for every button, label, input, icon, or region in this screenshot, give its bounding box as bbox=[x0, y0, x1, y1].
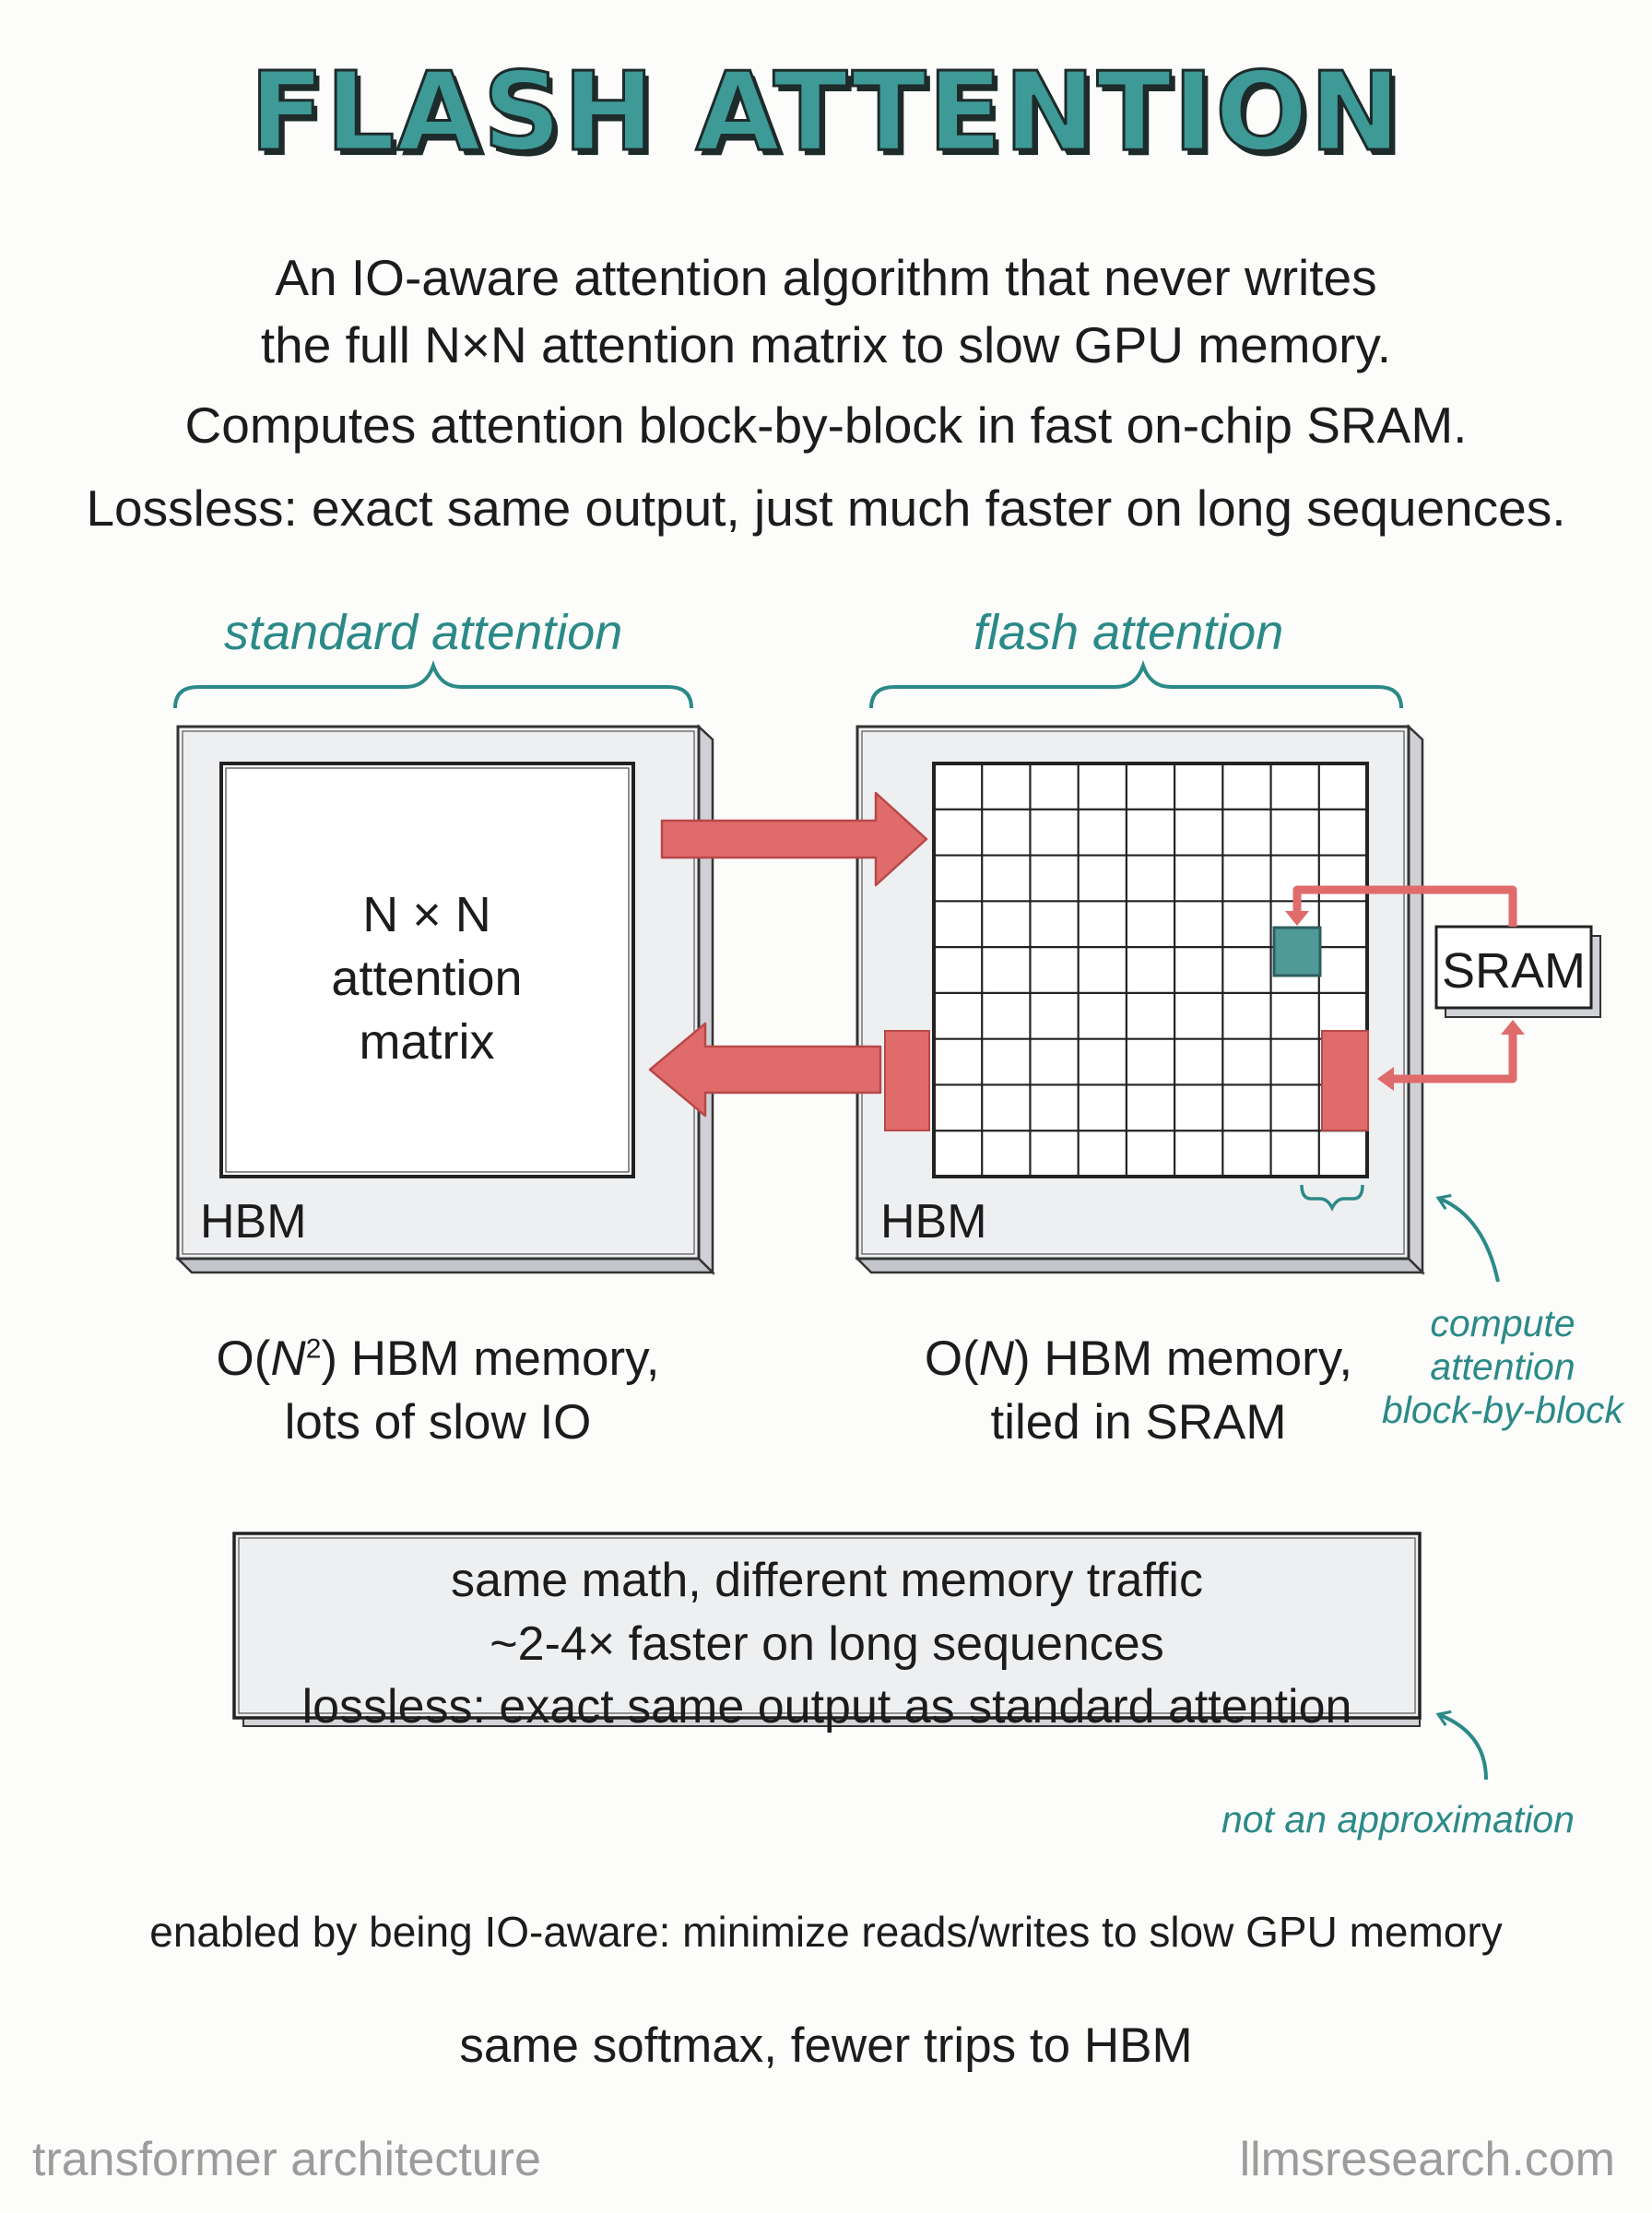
matrix-label-line-1: N × N bbox=[362, 887, 491, 942]
compute-note-arrow bbox=[1435, 1193, 1500, 1283]
compute-note-line-2: attention bbox=[1430, 1345, 1575, 1389]
sram-box bbox=[1434, 925, 1601, 1018]
output-block-right bbox=[1321, 1030, 1369, 1131]
brand-site: llmsresearch.com bbox=[1239, 2133, 1615, 2186]
standard-attention-caption: standard attention bbox=[224, 605, 623, 660]
matrix-label: N × N attention matrix bbox=[224, 883, 630, 1074]
standard-brace bbox=[173, 659, 693, 709]
matrix-label-line-2: attention bbox=[331, 951, 523, 1007]
brand-topic: transformer architecture bbox=[32, 2133, 541, 2186]
sram-to-tile-arrowhead bbox=[1285, 911, 1309, 926]
output-block-left bbox=[884, 1030, 930, 1131]
summary-text: same math, different memory traffic ~2-4… bbox=[234, 1549, 1420, 1739]
standard-memory-description: O(N2) HBM memory, lots of slow IO bbox=[138, 1328, 738, 1455]
block-brace bbox=[1300, 1184, 1364, 1212]
approximation-note: not an approximation bbox=[1221, 1798, 1575, 1840]
footer-line-1: enabled by being IO-aware: minimize read… bbox=[149, 1908, 1503, 1956]
active-sram-tile bbox=[1272, 926, 1322, 977]
attention-matrix-box bbox=[219, 762, 635, 1178]
flash-memory-description: O(N) HBM memory, tiled in SRAM bbox=[857, 1328, 1420, 1455]
approximation-note-arrow bbox=[1435, 1710, 1488, 1781]
flash-hbm-label: HBM bbox=[880, 1195, 987, 1249]
tile-to-sram-arrow bbox=[1387, 1031, 1517, 1083]
standard-desc-line-2: lots of slow IO bbox=[284, 1394, 592, 1450]
intro-line-2: the full N×N attention matrix to slow GP… bbox=[260, 316, 1392, 373]
compute-note-line-3: block-by-block bbox=[1381, 1389, 1624, 1432]
summary-line-1: same math, different memory traffic bbox=[451, 1554, 1203, 1607]
tile-to-sram-arrowhead bbox=[1501, 1020, 1525, 1035]
block-arrowhead bbox=[1377, 1067, 1394, 1091]
intro-line-4: Lossless: exact same output, just much f… bbox=[86, 479, 1566, 537]
intro-line-1: An IO-aware attention algorithm that nev… bbox=[275, 249, 1377, 306]
page-title: FLASH ATTENTION bbox=[248, 48, 1403, 175]
standard-hbm-label: HBM bbox=[200, 1195, 307, 1249]
arrow-to-standard bbox=[648, 1022, 882, 1118]
matrix-label-line-3: matrix bbox=[359, 1014, 495, 1071]
flash-desc-line-2: tiled in SRAM bbox=[990, 1394, 1287, 1450]
summary-line-3: lossless: exact same output as standard … bbox=[301, 1680, 1352, 1734]
flash-brace bbox=[869, 659, 1403, 709]
compute-note-line-1: compute bbox=[1430, 1302, 1575, 1344]
summary-line-2: ~2-4× faster on long sequences bbox=[490, 1616, 1164, 1671]
compute-block-note: compute attention block-by-block bbox=[1364, 1302, 1641, 1432]
sram-to-tile-arrow bbox=[1292, 885, 1517, 927]
flash-desc-line-1: O(N) HBM memory, bbox=[924, 1331, 1353, 1386]
flash-attention-caption: flash attention bbox=[974, 605, 1284, 660]
footer-line-2: same softmax, fewer trips to HBM bbox=[459, 2018, 1193, 2073]
standard-desc-line-1: O(N2) HBM memory, bbox=[216, 1331, 660, 1386]
intro-line-3: Computes attention block-by-block in fas… bbox=[184, 396, 1468, 454]
arrow-to-flash bbox=[660, 791, 928, 887]
summary-box bbox=[232, 1532, 1422, 1727]
sram-label: SRAM bbox=[1441, 943, 1586, 999]
